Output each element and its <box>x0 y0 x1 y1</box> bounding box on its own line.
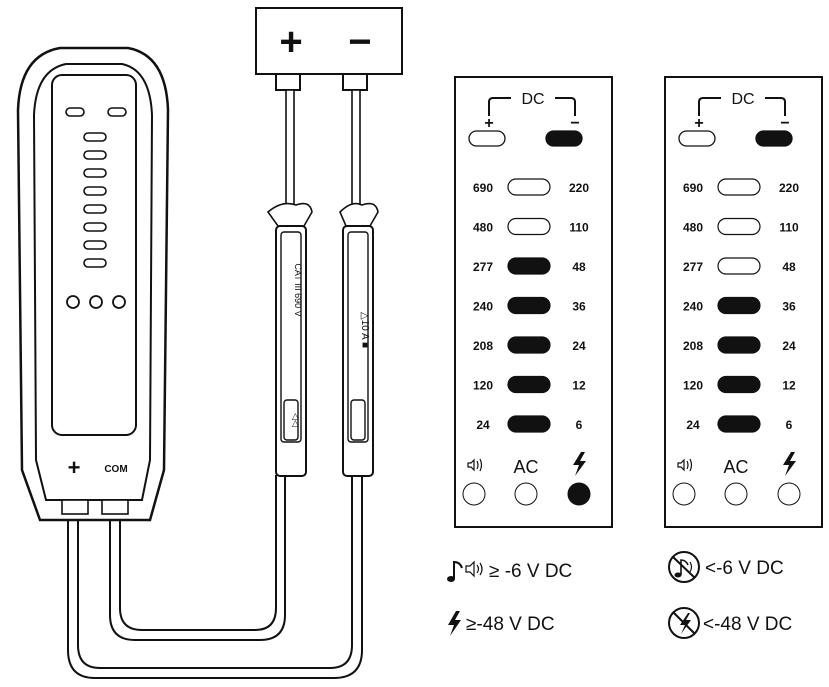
ac-led <box>724 482 748 506</box>
probe-right-label: △10 A ■ <box>359 312 370 348</box>
voltage-label-right: 48 <box>782 260 796 274</box>
battery-plus-label: + <box>279 20 302 64</box>
lightning-icon <box>448 611 461 636</box>
voltage-label-left: 690 <box>473 181 493 195</box>
voltage-led <box>507 415 551 433</box>
voltage-label-right: 6 <box>576 418 583 432</box>
led-minus <box>545 130 583 147</box>
voltage-label-left: 208 <box>473 339 493 353</box>
note-icon <box>447 560 463 582</box>
panel-frame <box>664 76 823 528</box>
probe-left: CAT III 690 V ◁◁ <box>266 89 313 477</box>
led-plus <box>468 130 506 147</box>
voltage-label-left: 208 <box>683 339 703 353</box>
probe-cables <box>67 475 363 679</box>
voltage-led <box>717 336 761 354</box>
dc-bracket-right <box>765 97 786 116</box>
lightning-icon <box>783 452 796 476</box>
caption-right-sound: <-6 V DC <box>705 558 784 579</box>
ac-label: AC <box>513 457 538 477</box>
indicator-panels: DC + − 690 220 480 110 277 48 240 36 208 24 120 12 24 6A… <box>454 76 823 528</box>
voltage-label-left: 120 <box>473 379 493 393</box>
lightning-icon <box>573 452 586 476</box>
voltage-label-right: 6 <box>786 418 793 432</box>
led-minus <box>755 130 793 147</box>
voltage-led <box>507 178 551 196</box>
battery: + − <box>255 7 403 91</box>
voltage-led <box>717 296 761 315</box>
voltage-led <box>717 178 761 196</box>
lightning-led <box>777 482 801 506</box>
battery-minus-label: − <box>348 20 371 64</box>
voltage-label-left: 690 <box>683 181 703 195</box>
tester-terminal-plus: + <box>68 455 81 480</box>
dc-bracket-left <box>488 97 511 116</box>
voltage-label-left: 277 <box>473 260 493 274</box>
polarity-minus-label: − <box>570 115 579 132</box>
voltage-label-right: 24 <box>572 339 586 353</box>
polarity-plus-label: + <box>694 115 703 132</box>
tester-led-indicators <box>66 295 126 309</box>
voltage-label-right: 12 <box>782 379 796 393</box>
sound-icon <box>465 560 483 578</box>
tester-terminal-com: COM <box>104 464 127 475</box>
voltage-label-left: 277 <box>683 260 703 274</box>
caption-left-sound: ≥ -6 V DC <box>489 561 572 582</box>
caption-right-bolt: <-48 V DC <box>703 614 792 635</box>
voltage-led <box>507 375 551 394</box>
voltage-tester: + COM <box>16 46 170 522</box>
voltage-label-left: 120 <box>683 379 703 393</box>
led-plus <box>678 130 716 147</box>
voltage-label-right: 220 <box>569 181 589 195</box>
indicator-panel: DC + − 690 220 480 110 277 48 240 36 208 24 120 12 24 6A… <box>454 76 613 528</box>
voltage-led <box>507 296 551 315</box>
voltage-led <box>507 336 551 354</box>
voltage-label-left: 24 <box>686 418 700 432</box>
caption-left: ≥ -6 V DC ≥-48 V DC <box>447 560 572 636</box>
probe-right: △10 A ■ <box>339 89 379 477</box>
voltage-label-right: 110 <box>779 221 799 235</box>
voltage-label-left: 240 <box>683 300 703 314</box>
voltage-label-right: 24 <box>782 339 796 353</box>
voltage-led <box>717 217 761 236</box>
lightning-led <box>567 482 591 506</box>
voltage-led <box>507 257 551 275</box>
sound-led <box>672 482 696 506</box>
polarity-plus-label: + <box>484 115 493 132</box>
sound-icon <box>677 458 693 472</box>
dc-bracket-left <box>698 97 721 116</box>
voltage-label-right: 36 <box>572 300 586 314</box>
dc-bracket-right <box>555 97 576 116</box>
no-lightning-icon <box>668 607 700 639</box>
voltage-label-right: 36 <box>782 300 796 314</box>
indicator-panel: DC + − 690 220 480 110 277 48 240 36 208 24 120 12 24 6A… <box>664 76 823 528</box>
tester-led-column <box>83 132 107 268</box>
polarity-minus-label: − <box>780 115 789 132</box>
caption-right: <-6 V DC <-48 V DC <box>668 551 792 639</box>
voltage-label-right: 110 <box>569 221 589 235</box>
ac-label: AC <box>723 457 748 477</box>
probe-left-switch: ◁◁ <box>291 413 301 427</box>
probe-left-label: CAT III 690 V <box>293 263 303 316</box>
voltage-led <box>717 415 761 433</box>
voltage-led <box>717 257 761 275</box>
dc-label: DC <box>731 91 754 108</box>
sound-led <box>462 482 486 506</box>
voltage-led <box>717 375 761 394</box>
caption-left-bolt: ≥-48 V DC <box>466 614 555 635</box>
sound-icon <box>467 458 483 472</box>
voltage-label-left: 240 <box>473 300 493 314</box>
tester-led-polarity <box>65 107 127 117</box>
voltage-label-right: 220 <box>779 181 799 195</box>
voltage-label-right: 12 <box>572 379 586 393</box>
no-sound-icon <box>668 551 700 583</box>
voltage-label-left: 480 <box>683 221 703 235</box>
voltage-led <box>507 217 551 236</box>
voltage-label-left: 480 <box>473 221 493 235</box>
voltage-label-right: 48 <box>572 260 586 274</box>
dc-label: DC <box>521 91 544 108</box>
ac-led <box>514 482 538 506</box>
voltage-label-left: 24 <box>476 418 490 432</box>
